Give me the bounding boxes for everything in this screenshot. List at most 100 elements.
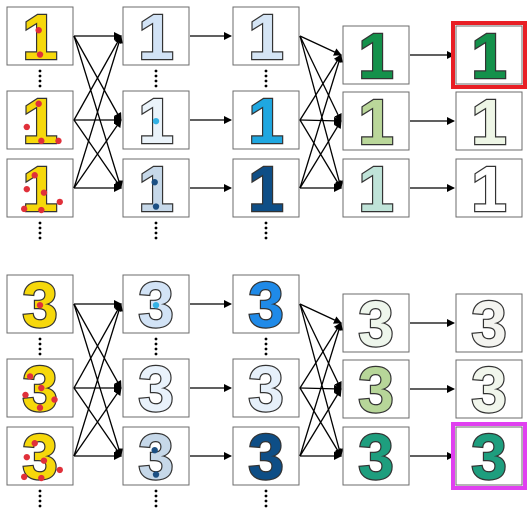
edge-arrow	[300, 36, 341, 188]
marker-dot	[153, 118, 159, 124]
tile-1-col3-row2: 1	[233, 85, 299, 157]
tile-1-col2-row2: 1	[123, 85, 189, 157]
tile-digit: 1	[471, 86, 507, 158]
tile-digit: 3	[138, 421, 174, 493]
ellipsis-dot	[265, 80, 268, 83]
tile-digit: 1	[471, 20, 507, 92]
tile-digit: 1	[138, 153, 174, 225]
tile-3-col5-row3: 3	[453, 421, 525, 493]
tile-digit: 3	[248, 353, 284, 425]
edge-arrow	[300, 36, 341, 121]
tile-1-col5-row3: 1	[456, 153, 522, 225]
ellipsis-dot	[39, 343, 42, 346]
marker-dot	[35, 101, 41, 107]
tile-1-col4-row1: 1	[343, 20, 409, 92]
edge-arrow	[300, 36, 341, 55]
marker-dot	[24, 186, 30, 192]
marker-dot	[153, 302, 159, 308]
ellipsis-dot	[265, 232, 268, 235]
ellipsis-dot	[265, 505, 268, 508]
marker-dot	[57, 199, 63, 205]
ellipsis-dot	[155, 343, 158, 346]
ellipsis-dot	[155, 505, 158, 508]
tile-digit: 3	[471, 354, 507, 426]
tile-1-col1-row1: 1	[7, 1, 73, 73]
tile-1-col3-row1: 1	[233, 1, 299, 73]
tile-digit: 1	[22, 85, 58, 157]
tile-3-col1-row2: 3	[7, 353, 73, 425]
tile-3-col1-row3: 3	[7, 421, 73, 493]
tile-3-col4-row2: 3	[343, 354, 409, 426]
edge-arrow	[300, 304, 341, 389]
marker-dot	[57, 467, 63, 473]
tile-digit: 3	[248, 269, 284, 341]
ellipsis-dot	[39, 227, 42, 230]
ellipsis-dot	[39, 80, 42, 83]
tile-digit: 3	[471, 288, 507, 360]
tile-3-col2-row1: 3	[123, 269, 189, 341]
ellipsis-dot	[155, 232, 158, 235]
ellipsis-dot	[155, 500, 158, 503]
ellipsis-dot	[39, 505, 42, 508]
tile-3-col3-row2: 3	[233, 353, 299, 425]
marker-dot	[27, 373, 33, 379]
tile-3-col3-row3: 3	[233, 421, 299, 493]
marker-dot	[153, 471, 159, 477]
ellipsis-dot	[39, 348, 42, 351]
marker-dot	[38, 207, 44, 213]
marker-dot	[21, 474, 27, 480]
tile-digit: 3	[358, 354, 394, 426]
tile-digit: 1	[358, 153, 394, 225]
tile-1-col1-row3: 1	[7, 153, 73, 225]
tile-1-col4-row2: 1	[343, 86, 409, 158]
ellipsis-dot	[39, 237, 42, 240]
tile-3-col4-row3: 3	[343, 421, 409, 493]
ellipsis-dot	[155, 495, 158, 498]
marker-dot	[153, 203, 159, 209]
marker-dot	[55, 138, 61, 144]
tile-1-col5-row2: 1	[456, 86, 522, 158]
tile-3-col5-row2: 3	[456, 354, 522, 426]
tile-3-col4-row1: 3	[343, 288, 409, 360]
tile-digit: 1	[358, 86, 394, 158]
tile-digit: 1	[138, 1, 174, 73]
tile-3-col3-row1: 3	[233, 269, 299, 341]
marker-dot	[51, 396, 57, 402]
marker-dot	[22, 392, 28, 398]
marker-dot	[41, 457, 47, 463]
marker-dot	[24, 124, 30, 130]
edge-arrow	[300, 304, 341, 323]
tile-3-col2-row2: 3	[123, 353, 189, 425]
tile-digit: 1	[471, 153, 507, 225]
tile-3-col2-row3: 3	[123, 421, 189, 493]
ellipsis-dot	[155, 80, 158, 83]
tile-1-col5-row1: 1	[453, 20, 525, 92]
tile-1-col3-row3: 1	[233, 153, 299, 225]
ellipsis-dot	[155, 348, 158, 351]
tile-1-col2-row3: 1	[123, 153, 189, 225]
marker-dot	[38, 138, 44, 144]
ellipsis-dot	[265, 75, 268, 78]
tile-1-col4-row3: 1	[343, 153, 409, 225]
ellipsis-dot	[265, 237, 268, 240]
ellipsis-dot	[39, 232, 42, 235]
tile-digit: 3	[471, 421, 507, 493]
tile-3-col5-row1: 3	[456, 288, 522, 360]
marker-dot	[151, 447, 157, 453]
ellipsis-dot	[39, 500, 42, 503]
marker-dot	[37, 51, 43, 57]
marker-dot	[38, 385, 44, 391]
tile-digit: 1	[248, 153, 284, 225]
tile-digit: 3	[358, 421, 394, 493]
marker-dot	[38, 475, 44, 481]
edge-arrow	[300, 304, 341, 456]
marker-dot	[41, 189, 47, 195]
tile-digit: 3	[358, 288, 394, 360]
ellipsis-dot	[39, 75, 42, 78]
ellipsis-dot	[265, 495, 268, 498]
tile-1-col1-row2: 1	[7, 85, 73, 157]
marker-dot	[151, 179, 157, 185]
ellipsis-dot	[39, 495, 42, 498]
marker-dot	[35, 27, 41, 33]
